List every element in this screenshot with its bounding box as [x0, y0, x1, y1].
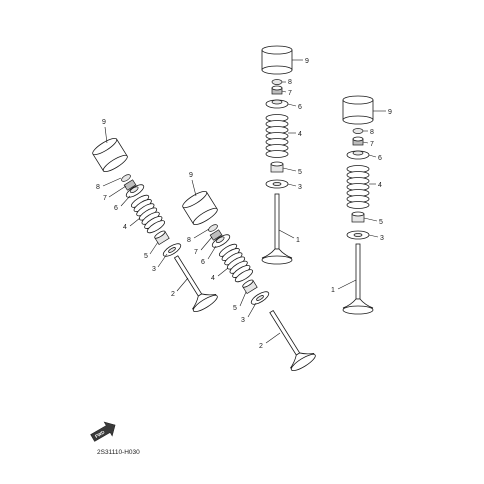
valve-group-top-center: 9 8 7 6 4 5 3 1: [261, 45, 309, 265]
diagram-code: 2S31110-H030: [97, 449, 140, 456]
valve-spring: [218, 243, 254, 283]
valve-stem-seal: [351, 211, 365, 223]
exhaust-valve: [342, 243, 374, 315]
callout-8: 8: [288, 79, 292, 86]
valve-lifter-bucket: [342, 95, 374, 125]
intake-valve: [261, 193, 293, 265]
fwd-label: FWD: [94, 429, 106, 439]
valve-group-right: 9 8 7 6 4 5 3 1: [331, 95, 392, 315]
callout-5: 5: [144, 253, 148, 260]
valve-cotter: [271, 85, 283, 95]
exhaust-valve: [269, 309, 316, 372]
spring-retainer: [346, 150, 370, 160]
intake-valve: [173, 255, 218, 313]
callout-9: 9: [189, 172, 193, 179]
callout-6: 6: [114, 205, 118, 212]
valve-shim: [271, 79, 283, 85]
valve-shim: [352, 128, 364, 134]
callout-5: 5: [298, 169, 302, 176]
callout-5: 5: [233, 305, 237, 312]
callout-6: 6: [298, 104, 302, 111]
callout-8: 8: [187, 237, 191, 244]
valve-group-center: 9 8 7 6 4 5 3 2: [182, 172, 316, 372]
callout-5: 5: [379, 219, 383, 226]
fwd-arrow-icon: FWD: [90, 421, 116, 442]
valve-lifter-bucket: [261, 45, 293, 75]
valve-spring: [346, 165, 370, 209]
callout-7: 7: [288, 90, 292, 97]
valve-cotter: [352, 136, 364, 146]
callout-1: 1: [296, 237, 300, 244]
callout-3: 3: [241, 317, 245, 324]
callout-2: 2: [171, 291, 175, 298]
callout-7: 7: [370, 141, 374, 148]
callout-7: 7: [194, 249, 198, 256]
callout-3: 3: [380, 235, 384, 242]
callout-8: 8: [370, 129, 374, 136]
callout-4: 4: [378, 182, 382, 189]
valve-group-left: 9 8 7 6 4 5 3 2: [92, 119, 218, 313]
callout-9: 9: [102, 119, 106, 126]
callout-4: 4: [211, 275, 215, 282]
callout-2: 2: [259, 343, 263, 350]
valve-spring: [130, 194, 166, 234]
spring-retainer: [265, 99, 289, 109]
callout-3: 3: [152, 266, 156, 273]
callout-4: 4: [298, 131, 302, 138]
valve-spring: [265, 114, 289, 158]
callout-6: 6: [378, 155, 382, 162]
valve-stem-seal: [270, 161, 284, 173]
callout-4: 4: [123, 224, 127, 231]
callout-6: 6: [201, 259, 205, 266]
callout-8: 8: [96, 184, 100, 191]
callout-9: 9: [305, 58, 309, 65]
callout-9: 9: [388, 109, 392, 116]
callout-7: 7: [103, 195, 107, 202]
callout-3: 3: [298, 184, 302, 191]
callout-1: 1: [331, 287, 335, 294]
